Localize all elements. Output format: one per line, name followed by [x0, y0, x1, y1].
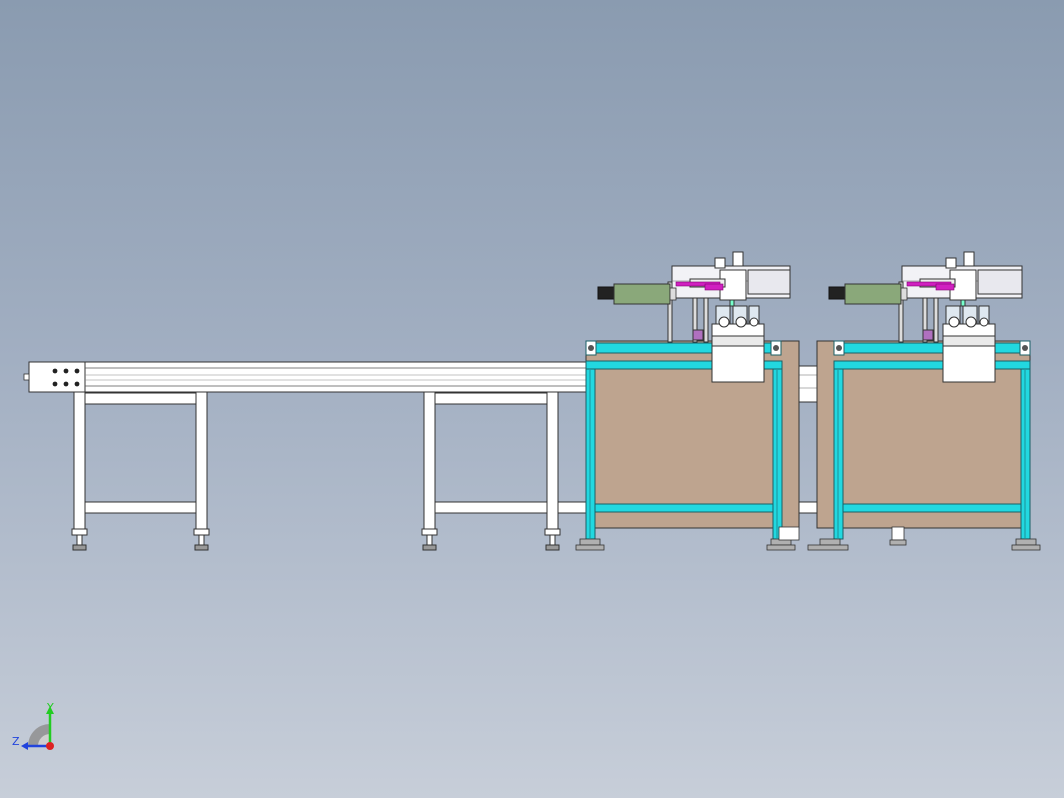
view-orientation-triad[interactable]: Y Z	[12, 701, 54, 750]
machine-station-2	[807, 251, 1041, 551]
frame-right-post	[1020, 368, 1031, 540]
machine-station-1	[575, 251, 800, 551]
end-plate-bolts	[52, 368, 80, 387]
conveyor-stand-left	[71, 391, 210, 551]
frame-bottom-rail	[842, 503, 1022, 513]
frame-top-rail	[842, 342, 1024, 354]
conveyor-stand-right	[421, 391, 561, 551]
motor-unit	[597, 281, 724, 305]
motor-unit	[828, 281, 955, 305]
frame-left-post	[833, 368, 844, 540]
frame-bottom-rail	[594, 503, 774, 513]
conveyor-end-plate	[28, 361, 86, 393]
feed-conveyor	[23, 361, 818, 551]
machine-head	[898, 251, 1023, 383]
z-axis-label: Z	[12, 735, 20, 748]
frame-left-post	[585, 368, 596, 540]
conveyor-rail	[84, 361, 588, 393]
frame-right-post	[772, 368, 783, 540]
y-axis-label: Y	[46, 701, 54, 714]
x-axis-dot	[46, 742, 54, 750]
